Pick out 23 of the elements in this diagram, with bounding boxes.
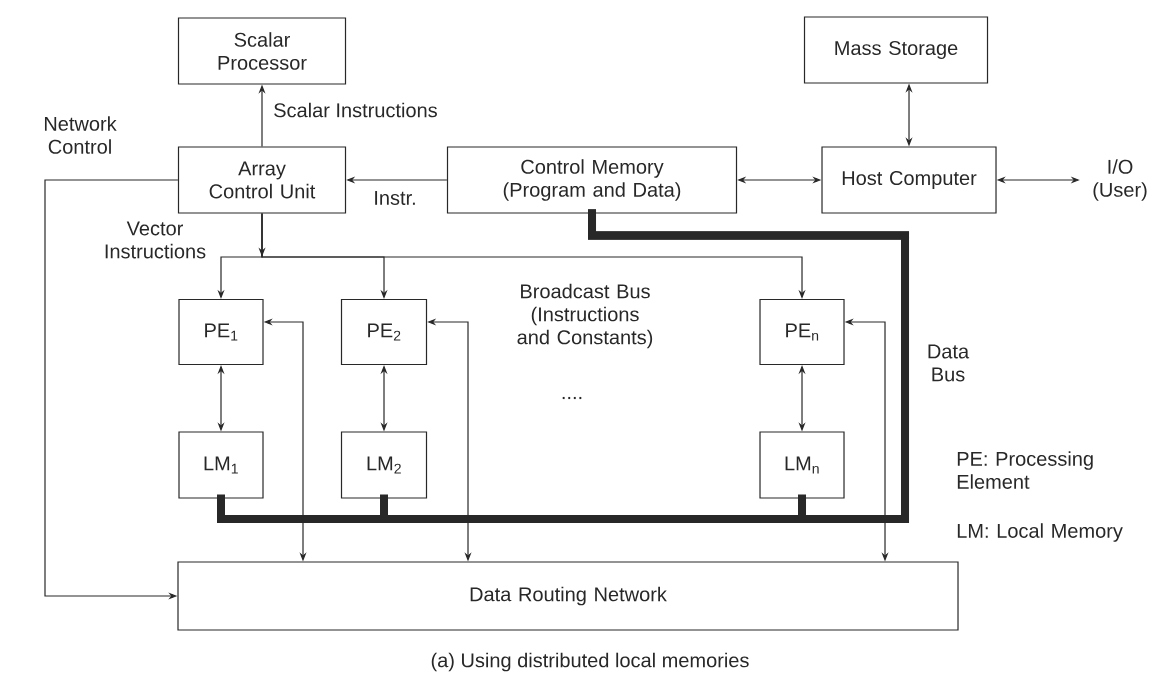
process-box: Control Memory (Program and Data) (446, 146, 738, 214)
process-box: Mass Storage (803, 16, 989, 84)
io-label: I/O (User) (1093, 159, 1147, 201)
key-text: PE: Processing Element (957, 451, 1093, 489)
process-box: PE$_{n}$ (759, 298, 845, 366)
process-box: LM$_{1}$ (178, 431, 264, 499)
edge-label: Vector Instructions (105, 221, 206, 259)
process-box: Data Routing Network (177, 561, 959, 631)
ellipsis-dots: .... (562, 396, 582, 400)
caption: (a) Using distributed local memories (431, 652, 749, 672)
edge-label: Network Control (44, 116, 117, 154)
process-box: Scalar Processor (177, 17, 347, 85)
process-box: PE$_{2}$ (340, 298, 428, 366)
edge-label: Data Bus (928, 344, 970, 382)
process-box: Host Computer (821, 146, 997, 214)
process-box: LM$_{n}$ (759, 431, 845, 499)
edge-label: Scalar Instructions (274, 102, 437, 118)
edge-label: Broadcast Bus (Instructions and Constants) (517, 283, 653, 349)
process-box: PE$_{1}$ (178, 298, 264, 366)
process-box: Array Control Unit (177, 146, 347, 214)
edge-label: Instr. (375, 191, 415, 205)
key-text: LM: Local Memory (957, 523, 1123, 542)
process-box: LM$_{2}$ (340, 431, 428, 499)
